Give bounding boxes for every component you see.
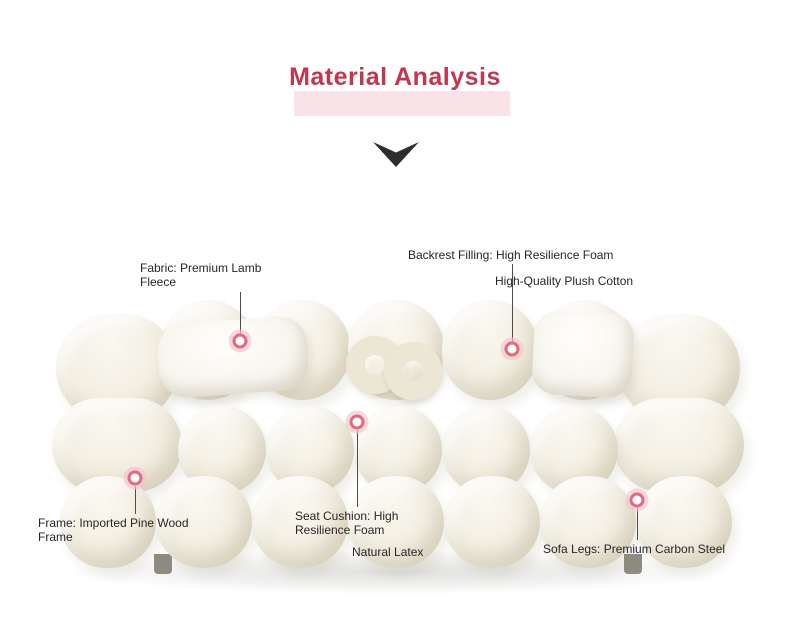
marker-fabric-icon [232, 333, 248, 349]
knot-pillow [346, 336, 404, 394]
pointer-line-frame [135, 486, 136, 514]
pointer-line-fabric [240, 292, 241, 334]
marker-legs-icon [629, 492, 645, 508]
label-sofa-legs: Sofa Legs: Premium Carbon Steel [543, 542, 726, 556]
page-title: Material Analysis [289, 63, 501, 91]
sofa-leg-left [154, 554, 172, 574]
sofa-front-bubble [540, 476, 636, 568]
label-frame: Frame: Imported Pine Wood Frame [38, 516, 189, 545]
sofa-front-bubble [636, 476, 732, 568]
pillow-right [530, 309, 636, 399]
sofa-front-bubble [60, 476, 156, 568]
marker-seat-icon [349, 414, 365, 430]
pointer-line-legs [637, 508, 638, 540]
label-plush-cotton: High-Quality Plush Cotton [495, 274, 634, 288]
label-fabric: Fabric: Premium Lamb Fleece [140, 261, 262, 290]
sofa-backrest-bubble [442, 300, 538, 400]
label-natural-latex: Natural Latex [352, 545, 424, 559]
chevron-down-icon [373, 142, 419, 167]
sofa-front-bubble [348, 476, 444, 568]
sofa-illustration [52, 298, 744, 594]
sofa-front-bubble [444, 476, 540, 568]
pointer-line-seat [357, 430, 358, 507]
label-seat-cushion: Seat Cushion: High Resilience Foam [295, 509, 399, 538]
sofa-front-bubble [252, 476, 348, 568]
sofa-front-bubble [156, 476, 252, 568]
sofa-leg-right [624, 554, 642, 574]
pointer-line-backrest [512, 264, 513, 342]
pillow-left [155, 314, 311, 400]
label-backrest-filling: Backrest Filling: High Resilience Foam [408, 248, 614, 262]
title-highlight [294, 91, 510, 116]
marker-backrest-icon [504, 341, 520, 357]
marker-frame-icon [127, 470, 143, 486]
